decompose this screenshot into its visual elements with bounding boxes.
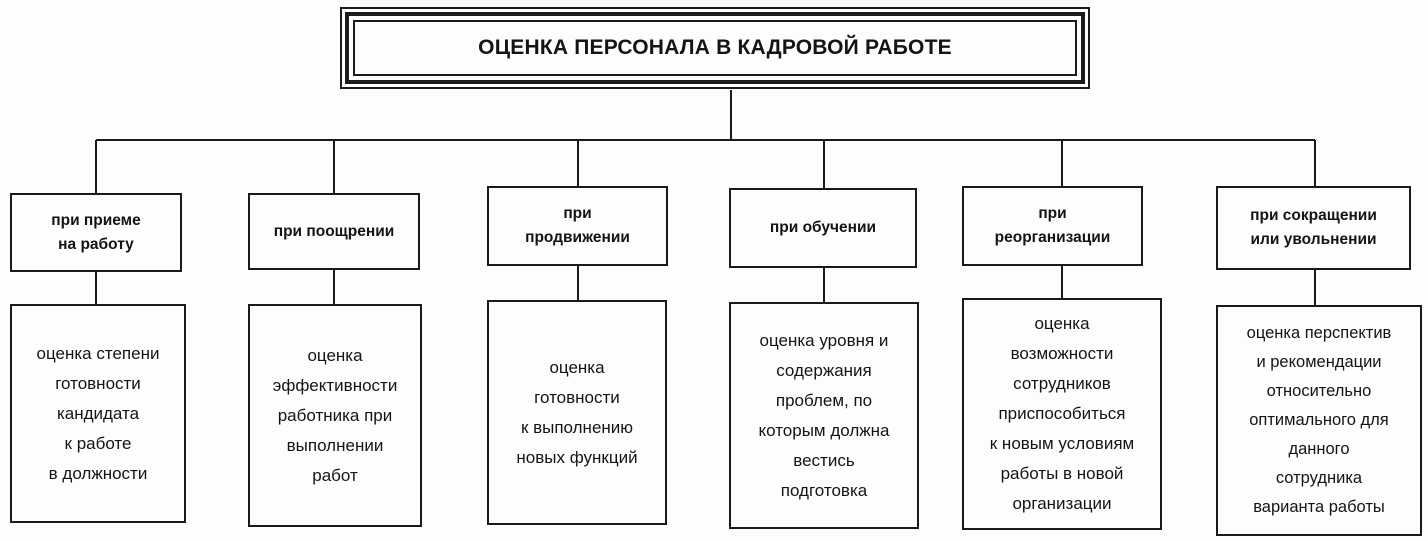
category-box-hiring: при приеме на работу	[10, 193, 182, 272]
category-label: при поощрении	[273, 222, 395, 240]
category-label: при сокращении или увольнении	[1250, 207, 1377, 248]
category-box-reward: при поощрении	[248, 193, 420, 270]
description-box-hiring: оценка степени готовности кандидата к ра…	[10, 304, 186, 523]
category-label: при реорганизации	[994, 205, 1111, 246]
description-text: оценка готовности к выполнению новых фун…	[516, 357, 638, 467]
category-label: при продвижении	[525, 205, 630, 246]
description-text: оценка степени готовности кандидата к ра…	[36, 343, 160, 483]
category-label: при приеме на работу	[51, 211, 141, 253]
category-box-training: при обучении	[729, 188, 917, 268]
description-text: оценка возможности сотрудников приспособ…	[989, 314, 1135, 513]
category-box-promotion: при продвижении	[487, 186, 668, 266]
description-box-reward: оценка эффективности работника при выпол…	[248, 304, 422, 527]
root-title: ОЦЕНКА ПЕРСОНАЛА В КАДРОВОЙ РАБОТЕ	[478, 36, 952, 59]
category-label: при обучении	[769, 219, 877, 236]
description-box-dismissal: оценка перспектив и рекомендации относит…	[1216, 305, 1422, 536]
root-node-inner-frame	[353, 20, 1077, 76]
category-box-reorganization: при реорганизации	[962, 186, 1143, 266]
root-node: ОЦЕНКА ПЕРСОНАЛА В КАДРОВОЙ РАБОТЕ	[340, 7, 1090, 89]
description-text: оценка перспектив и рекомендации относит…	[1246, 324, 1392, 516]
description-text: оценка уровня и содержания проблем, по к…	[758, 330, 890, 500]
description-text: оценка эффективности работника при выпол…	[272, 345, 398, 485]
description-box-reorganization: оценка возможности сотрудников приспособ…	[962, 298, 1162, 530]
description-box-training: оценка уровня и содержания проблем, по к…	[729, 302, 919, 529]
description-box-promotion: оценка готовности к выполнению новых фун…	[487, 300, 667, 525]
category-box-dismissal: при сокращении или увольнении	[1216, 186, 1411, 270]
